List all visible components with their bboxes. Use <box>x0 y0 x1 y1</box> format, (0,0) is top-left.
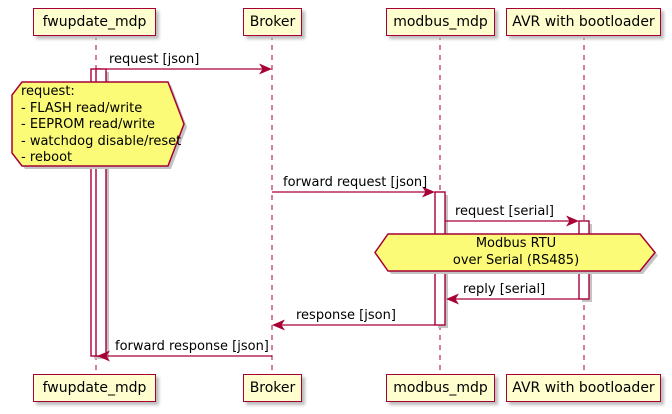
note-line: - watchdog disable/reset <box>21 133 182 149</box>
participant-label: modbus_mdp <box>393 14 488 30</box>
note-request-shape <box>11 81 185 167</box>
note-modbus-shape <box>374 233 656 272</box>
message-arrows <box>97 63 579 362</box>
note-line: Modbus RTU <box>475 236 557 251</box>
participant-bottom-modbus-mdp: modbus_mdp <box>386 374 495 402</box>
note-line: over Serial (RS485) <box>452 252 580 268</box>
note-shapes <box>11 81 658 274</box>
participant-label: fwupdate_mdp <box>42 380 147 396</box>
arrow-reply-serial <box>446 293 579 305</box>
note-line: - reboot <box>21 150 73 165</box>
message-label-request-serial: request [serial] <box>455 204 554 219</box>
arrow-forward-response-json <box>97 350 272 362</box>
note-request-text: request: - FLASH read/write - EEPROM rea… <box>21 84 182 167</box>
arrow-request-serial <box>445 215 579 227</box>
arrow-response-json <box>272 319 435 331</box>
participant-label: Broker <box>249 14 296 30</box>
arrow-request-json <box>106 63 272 75</box>
participant-label: modbus_mdp <box>393 380 488 396</box>
participant-label: Broker <box>249 380 296 396</box>
participant-top-broker: Broker <box>243 8 302 36</box>
note-line: request: <box>21 84 75 99</box>
message-label-request-json: request [json] <box>109 52 200 67</box>
participant-label: fwupdate_mdp <box>42 14 147 30</box>
participant-label: AVR with bootloader <box>512 14 655 30</box>
participant-bottom-broker: Broker <box>243 374 302 402</box>
participant-bottom-fwupdate-mdp: fwupdate_mdp <box>33 374 156 402</box>
message-label-reply-serial: reply [serial] <box>463 282 546 297</box>
participant-top-avr: AVR with bootloader <box>506 8 661 36</box>
participant-top-fwupdate-mdp: fwupdate_mdp <box>33 8 156 36</box>
message-label-forward-request-json: forward request [json] <box>283 175 428 190</box>
message-label-forward-response-json: forward response [json] <box>115 339 269 354</box>
note-modbus-text: Modbus RTU over Serial (RS485) <box>385 236 647 269</box>
arrow-forward-request-json <box>272 186 435 198</box>
message-label-response-json: response [json] <box>296 308 396 323</box>
participant-top-modbus-mdp: modbus_mdp <box>386 8 495 36</box>
note-line: - FLASH read/write <box>21 100 143 116</box>
participant-label: AVR with bootloader <box>512 380 655 396</box>
note-line: - EEPROM read/write <box>21 117 156 132</box>
participant-bottom-avr: AVR with bootloader <box>506 374 661 402</box>
